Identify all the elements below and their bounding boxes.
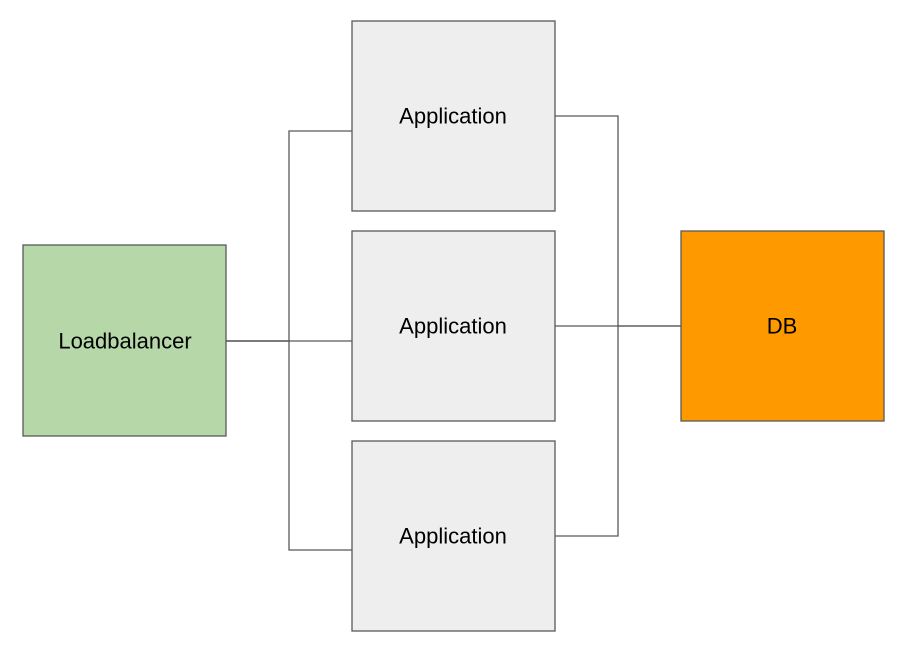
loadbalancer-label: Loadbalancer [58, 329, 191, 354]
application-node-2[interactable]: Application [351, 230, 556, 422]
db-box [680, 230, 885, 422]
connector-application-3-to-db [554, 325, 619, 537]
application-box-2 [351, 230, 556, 422]
application-node-1[interactable]: Application [351, 20, 556, 212]
connector-application-1-to-db [554, 115, 682, 327]
application-label-2: Application [399, 314, 507, 339]
db-label: DB [767, 314, 798, 339]
connector-loadbalancer-to-application-3 [226, 340, 353, 551]
application-node-3[interactable]: Application [351, 440, 556, 632]
application-label-3: Application [399, 524, 507, 549]
application-box-3 [351, 440, 556, 632]
connectors [226, 115, 682, 551]
connector-loadbalancer-to-application-1 [226, 130, 353, 342]
application-box-1 [351, 20, 556, 212]
db-node[interactable]: DB [680, 230, 885, 422]
loadbalancer-box [22, 244, 227, 437]
application-label-1: Application [399, 104, 507, 129]
loadbalancer-node[interactable]: Loadbalancer [22, 244, 227, 437]
